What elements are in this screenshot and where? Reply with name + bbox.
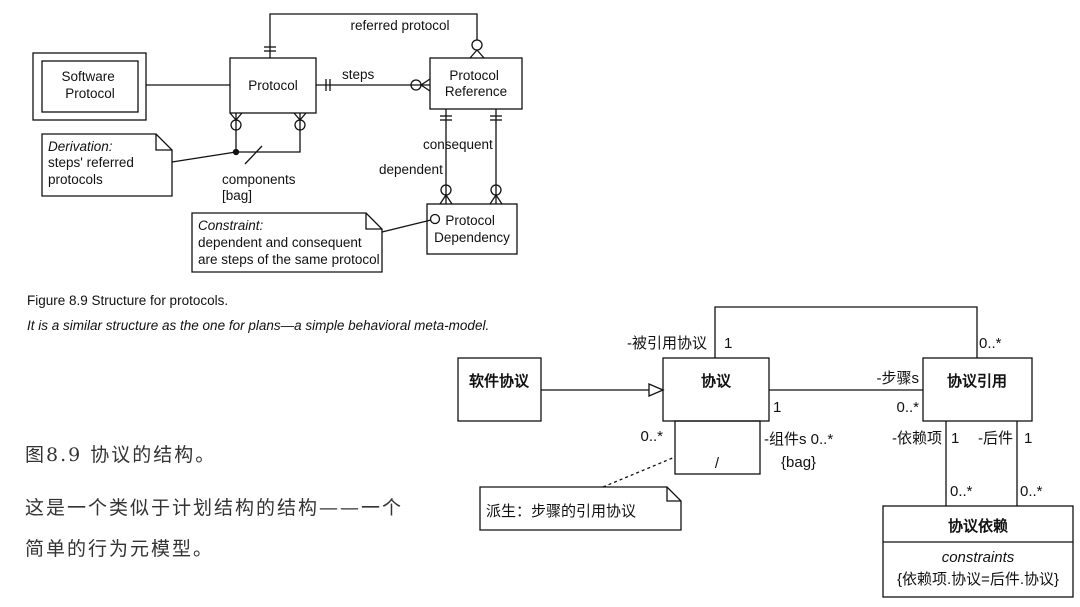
figure-title: Figure 8.9 Structure for protocols. — [27, 293, 229, 308]
uml-dependent-mult-1: 1 — [951, 430, 959, 447]
zh-caption-line3: 简单的行为元模型。 — [25, 538, 215, 560]
uml-dependent-role: -依赖项 — [892, 430, 942, 447]
uml-referred-role: -被引用协议 — [627, 335, 707, 352]
er-consequent-label: consequent — [423, 137, 493, 152]
uml-protocol-label: 协议 — [701, 372, 732, 390]
uml-consequent-mult-1: 1 — [1024, 430, 1032, 447]
figure-subtitle: It is a similar structure as the one for… — [27, 318, 490, 333]
er-constraint-line2: are steps of the same protocol — [198, 252, 380, 267]
er-components-label: components — [222, 172, 296, 187]
uml-steps-role: -步骤s — [877, 370, 920, 387]
uml-protocol-reference-label: 协议引用 — [947, 372, 1007, 390]
uml-software-protocol-label: 软件协议 — [469, 372, 530, 390]
er-constraint-title: Constraint: — [198, 218, 264, 233]
er-software-protocol-label: Software Protocol — [61, 69, 118, 101]
zh-caption-line2: 这是一个类似于计划结构的结构——一个 — [25, 497, 404, 519]
uml-steps-mult-1: 1 — [773, 399, 781, 416]
uml-referred-mult-1: 1 — [724, 335, 732, 352]
er-derivation-line2: protocols — [48, 172, 103, 187]
er-constraint-line1: dependent and consequent — [198, 235, 362, 250]
uml-referred-mult-many: 0..* — [979, 335, 1002, 352]
uml-components-mult-many: 0..* — [640, 428, 663, 445]
protocol-reference-entity-box — [429, 57, 523, 110]
er-protocol-label: Protocol — [248, 78, 298, 93]
er-referred-protocol-label: referred protocol — [350, 18, 449, 33]
protocol-dependency-entity-box — [426, 203, 518, 255]
derivation-note — [41, 133, 173, 197]
uml-derived-association-box — [674, 420, 761, 475]
uml-dependent-mult-many: 0..* — [950, 483, 973, 500]
er-derivation-line1: steps' referred — [48, 155, 134, 170]
uml-protocol-dependency-label: 协议依赖 — [948, 517, 1008, 535]
uml-derived-slash: / — [715, 455, 720, 472]
er-protocol-reference-label: Protocol Reference — [445, 68, 507, 99]
software-protocol-outer-box — [32, 52, 147, 121]
uml-consequent-role: -后件 — [978, 430, 1013, 447]
er-dependent-label: dependent — [379, 162, 443, 177]
er-steps-label: steps — [342, 67, 375, 82]
zh-caption-line1: 图8.9 协议的结构。 — [25, 444, 217, 466]
uml-bag-label: {bag} — [781, 454, 816, 471]
uml-derivation-note-text: 派生：步骤的引用协议 — [486, 503, 636, 520]
uml-protocol-dependency-box — [882, 505, 1074, 598]
uml-constraints-label: constraints — [942, 549, 1015, 566]
uml-constraint-text: {依赖项.协议=后件.协议} — [897, 571, 1059, 588]
uml-derivation-note — [479, 486, 682, 531]
er-bag-label: [bag] — [222, 188, 252, 203]
uml-components-role: -组件s 0..* — [764, 431, 833, 448]
uml-steps-mult-many: 0..* — [896, 399, 919, 416]
er-protocol-dependency-label: Protocol Dependency — [434, 213, 510, 245]
constraint-note — [191, 212, 383, 273]
software-protocol-inner-box — [41, 60, 139, 113]
er-derivation-title: Derivation: — [48, 139, 113, 154]
uml-consequent-mult-many: 0..* — [1020, 483, 1043, 500]
